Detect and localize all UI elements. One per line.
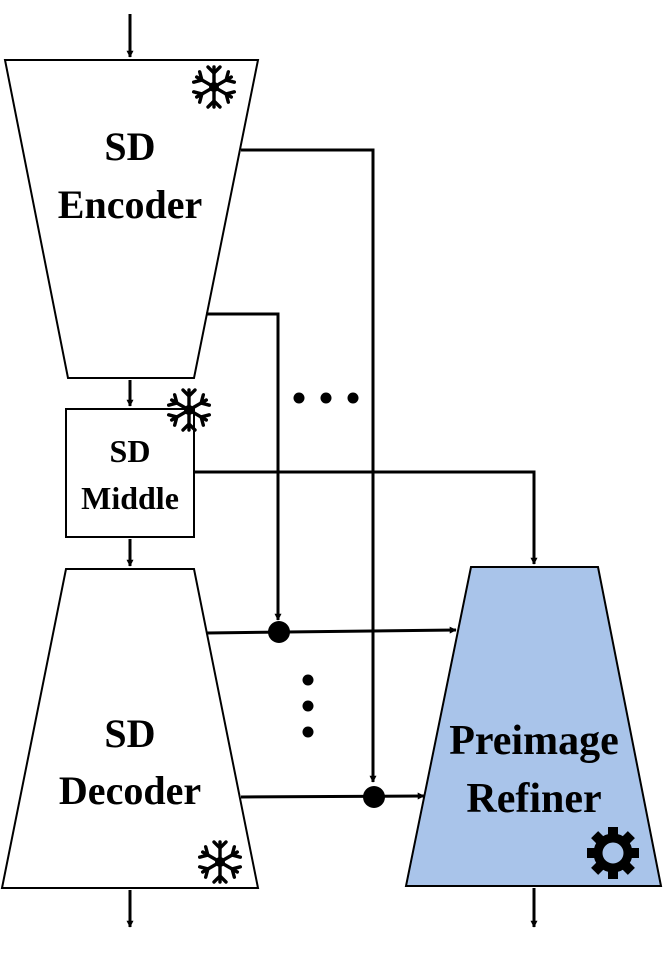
sd-decoder-label-line1: SD [104,711,155,756]
sd-decoder-block: SD Decoder [0,568,260,889]
middle-to-refiner-connection [194,470,538,565]
sd-decoder-label-line2: Decoder [59,768,201,813]
horizontal-ellipsis [293,392,359,404]
preimage-refiner-label-line2: Refiner [466,776,601,822]
sd-middle-block: SD Middle [65,390,209,538]
sd-encoder-label-line1: SD [104,124,155,169]
sd-middle-label-line2: Middle [81,480,179,516]
skip-connection-encoder-bottom [206,312,282,621]
skip-connection-encoder-top [241,148,377,783]
sd-middle-label-line1: SD [110,433,151,469]
gear-icon [587,827,639,879]
decoder-to-refiner-arrow-bottom [240,792,425,800]
junction-dot-top [268,621,290,643]
decoder-to-refiner-arrow-top [206,626,457,635]
vertical-ellipsis [302,674,314,738]
preimage-refiner-label-line1: Preimage [449,718,618,764]
junction-dot-bottom [363,786,385,808]
sd-encoder-block: SD Encoder [3,59,260,379]
preimage-refiner-block: Preimage Refiner [404,566,663,887]
sd-encoder-label-line2: Encoder [58,182,202,227]
